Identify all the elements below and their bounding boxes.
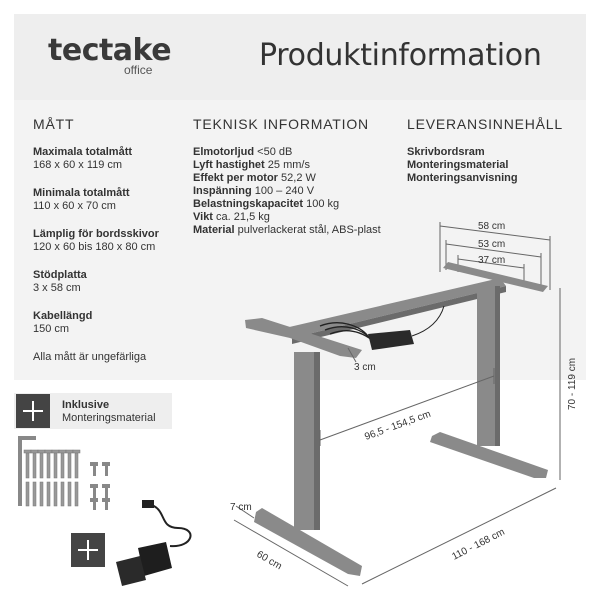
dimension-label: Maximala totalmått	[33, 146, 133, 158]
tech-label: Lyft hastighet	[193, 159, 265, 171]
tech-label: Inspänning	[193, 185, 252, 197]
screws-illustration	[18, 436, 110, 510]
included-box: Inklusive Monteringsmaterial	[14, 393, 172, 429]
dimensions-column: MÅTT Maximala totalmått 168 x 60 x 119 c…	[33, 116, 193, 364]
foot-line	[235, 505, 255, 519]
tech-row: Vikt ca. 21,5 kg	[193, 211, 403, 224]
dimension-value: 110 x 60 x 70 cm	[33, 200, 116, 212]
included-text: Monteringsmaterial	[62, 412, 156, 424]
dimension-value: 168 x 60 x 119 cm	[33, 159, 123, 171]
desk-frame-diagram: 58 cm 53 cm 37 cm 3 cm 96,5 - 154,5 cm 7…	[230, 221, 578, 587]
right-foot	[430, 432, 548, 478]
length-range-line	[361, 487, 557, 585]
technical-column: TEKNISK INFORMATION Elmotorljud <50 dB L…	[193, 116, 403, 237]
front-support-plate	[245, 318, 362, 358]
brand-logo: tectake	[48, 33, 172, 68]
power-adapter-icon	[116, 500, 192, 586]
tech-value: pulverlackerat stål, ABS-plast	[237, 224, 381, 236]
plus-icon	[71, 533, 105, 567]
dimension-value: 3 x 58 cm	[33, 282, 81, 294]
tech-label: Effekt per motor	[193, 172, 278, 184]
included-text-block: Inklusive Monteringsmaterial	[62, 399, 156, 425]
tech-label: Belastningskapacitet	[193, 198, 304, 210]
delivery-item: Monteringsanvisning	[407, 172, 518, 184]
label-length-range: 110 - 168 cm	[450, 527, 506, 563]
dimension-item: Stödplatta 3 x 58 cm	[33, 269, 193, 295]
tech-row: Elmotorljud <50 dB	[193, 146, 403, 159]
tech-row: Material pulverlackerat stål, ABS-plast	[193, 224, 403, 237]
page-title: Produktinformation	[259, 38, 542, 73]
technical-heading: TEKNISK INFORMATION	[193, 116, 369, 132]
dimension-label: Kabellängd	[33, 310, 93, 322]
tech-value: 25 mm/s	[267, 159, 310, 171]
header-bar: tectake office Produktinformation	[14, 14, 586, 100]
tech-label: Material	[193, 224, 235, 236]
right-leg	[477, 286, 495, 446]
thickness-line	[347, 347, 357, 363]
tech-value: 100 – 240 V	[254, 185, 315, 197]
label-width-range: 96,5 - 154,5 cm	[363, 409, 432, 443]
delivery-column: LEVERANSINNEHÅLL Skrivbordsram Montering…	[407, 116, 582, 185]
plus-icon	[16, 394, 50, 428]
top-support-plate	[443, 262, 548, 292]
brand-subtitle: office	[124, 63, 153, 77]
label-58: 58 cm	[478, 221, 505, 232]
tech-label: Elmotorljud	[193, 146, 255, 158]
depth-line	[233, 519, 349, 587]
allen-key-icon	[18, 436, 36, 506]
tech-value: ca. 21,5 kg	[216, 211, 270, 223]
tech-row: Lyft hastighet 25 mm/s	[193, 159, 403, 172]
label-thickness: 3 cm	[354, 362, 376, 373]
dimension-item: Minimala totalmått 110 x 60 x 70 cm	[33, 187, 193, 213]
dimensions-heading: MÅTT	[33, 116, 75, 132]
tech-label: Vikt	[193, 211, 213, 223]
bolt-icons	[90, 462, 110, 510]
dimension-item: Maximala totalmått 168 x 60 x 119 cm	[33, 146, 193, 172]
delivery-heading: LEVERANSINNEHÅLL	[407, 116, 563, 132]
left-leg	[294, 352, 314, 530]
width-range-line	[319, 375, 495, 441]
label-depth: 60 cm	[255, 549, 284, 572]
label-37: 37 cm	[478, 255, 505, 266]
label-53: 53 cm	[478, 239, 505, 250]
dimension-value: 150 cm	[33, 323, 70, 335]
crossbar	[285, 278, 506, 338]
dimension-label: Stödplatta	[33, 269, 87, 281]
dimensions-note: Alla mått är ungefärliga	[33, 351, 147, 363]
tech-row: Inspänning 100 – 240 V	[193, 185, 403, 198]
tech-value: 52,2 W	[281, 172, 316, 184]
left-foot	[254, 508, 362, 576]
dimension-label: Minimala totalmått	[33, 187, 130, 199]
delivery-item: Monteringsmaterial	[407, 159, 509, 171]
tech-value: 100 kg	[306, 198, 340, 210]
label-height-range: 70 - 119 cm	[567, 358, 578, 410]
tech-row: Belastningskapacitet 100 kg	[193, 198, 403, 211]
tech-value: <50 dB	[257, 146, 293, 158]
dimension-value: 120 x 60 bis 180 x 80 cm	[33, 241, 156, 253]
delivery-item: Skrivbordsram	[407, 146, 485, 158]
screw-icons	[23, 449, 81, 507]
dimension-label: Lämplig för bordsskivor	[33, 228, 159, 240]
dimension-item: Lämplig för bordsskivor 120 x 60 bis 180…	[33, 228, 193, 254]
label-foot: 7 cm	[230, 502, 252, 513]
crossbar-dimension-lines	[439, 222, 551, 290]
included-title: Inklusive	[62, 399, 110, 411]
dimension-item: Kabellängd 150 cm	[33, 310, 193, 336]
tech-row: Effekt per motor 52,2 W	[193, 172, 403, 185]
control-box	[319, 305, 445, 350]
